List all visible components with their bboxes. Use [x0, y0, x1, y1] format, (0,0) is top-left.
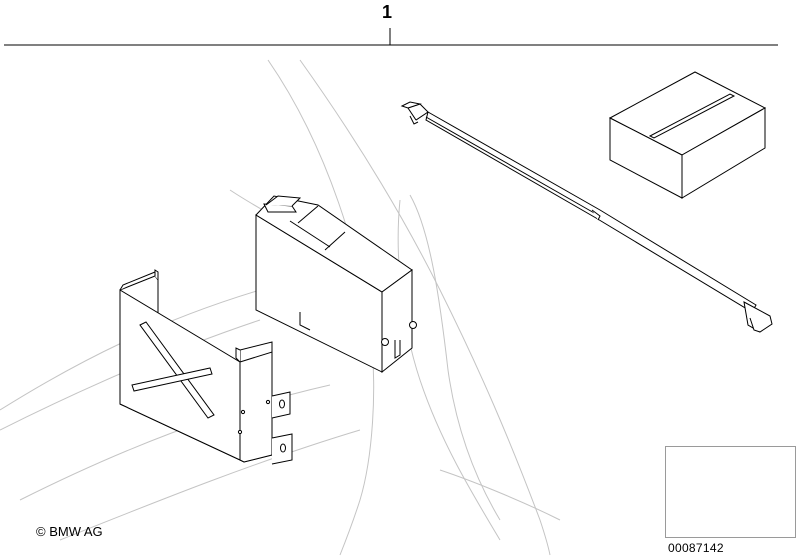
header-rule	[4, 28, 778, 46]
cable-harness	[400, 101, 773, 333]
package-box	[608, 71, 767, 199]
mounting-bracket	[119, 269, 293, 465]
image-id-label: 00087142	[668, 541, 724, 555]
vehicle-thumbnail-frame	[665, 446, 796, 538]
vehicle-outline	[0, 59, 561, 556]
copyright-label: © BMW AG	[36, 524, 103, 539]
control-unit	[255, 195, 417, 374]
part-number-label: 1	[382, 2, 393, 22]
